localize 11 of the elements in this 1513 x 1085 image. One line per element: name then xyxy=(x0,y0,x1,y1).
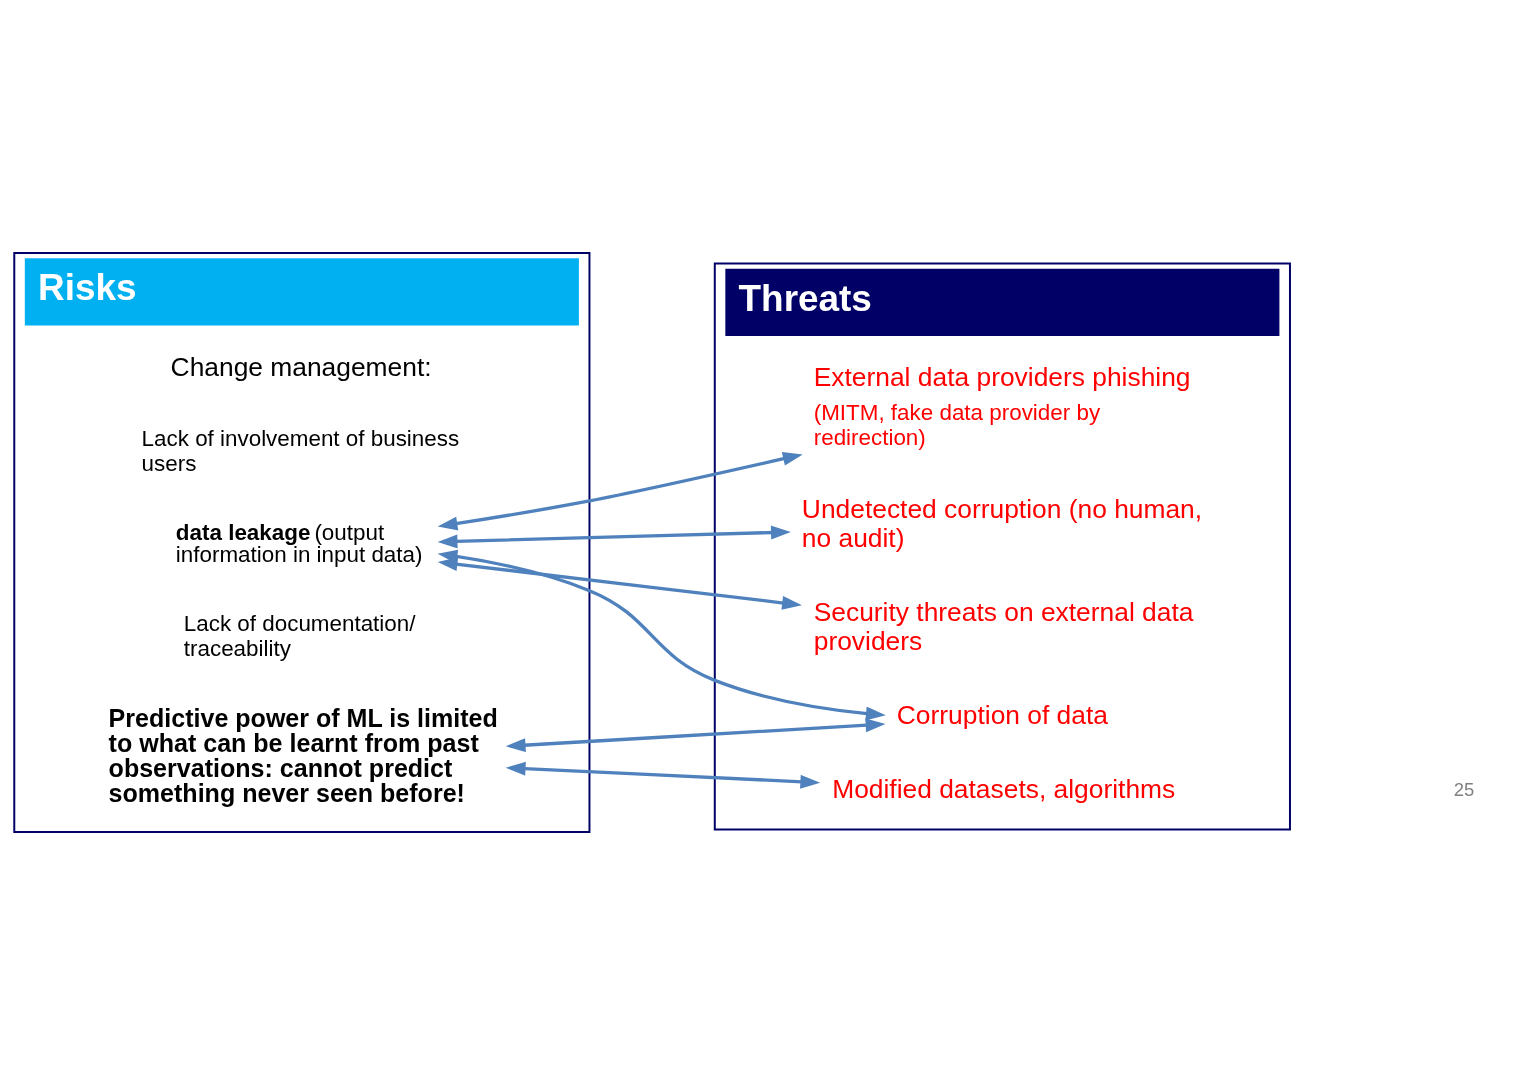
node-text: Lack of involvement of business users xyxy=(141,426,459,477)
node-text: Change management: xyxy=(170,351,432,382)
node-text: Security threats on external data providers xyxy=(813,596,1193,657)
node-text: Undetected corruption (no human, no audit) xyxy=(801,494,1202,554)
label: 25 xyxy=(1453,779,1474,801)
node-text: Corruption of data xyxy=(896,699,1108,730)
node-text: External data providers phishing (MITM, fake data provider by redirection) xyxy=(813,362,1191,451)
node-text: Predictive power of ML is limited to what can be learnt from past observations: cannot predict something never seen before! xyxy=(108,703,498,807)
node-text: Lack of documentation/ traceability xyxy=(183,611,415,662)
node-text: data leakage (output information in input data) xyxy=(175,519,423,568)
node-text: Modified datasets, algorithms xyxy=(831,773,1175,804)
